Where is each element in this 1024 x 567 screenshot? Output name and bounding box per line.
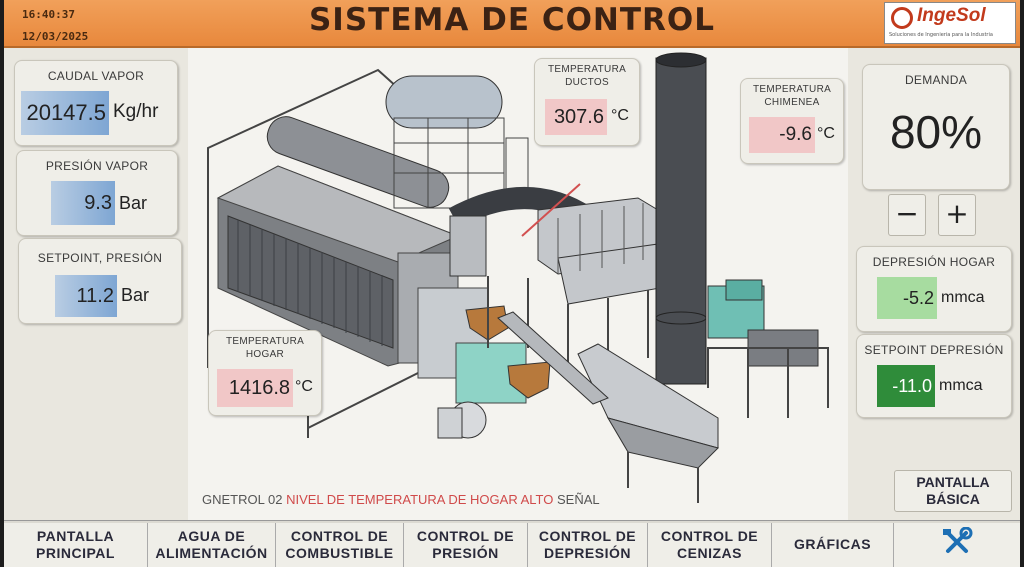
- temp-ductos-label-2: DUCTOS: [565, 77, 609, 88]
- nav-label-line2: DEPRESIÓN: [544, 545, 631, 561]
- alarm-status-line: GNETROL 02 NIVEL DE TEMPERATURA DE HOGAR…: [202, 492, 600, 507]
- presion-vapor-label: PRESIÓN VAPOR: [45, 159, 149, 173]
- temp-hogar-panel: TEMPERATURA HOGAR 1416.8 °C: [208, 330, 322, 416]
- nav-label-line1: AGUA DE: [177, 528, 246, 544]
- setpoint-presion-label: SETPOINT, PRESIÓN: [37, 251, 163, 265]
- depresion-hogar-label: DEPRESIÓN HOGAR: [872, 255, 996, 269]
- temp-hogar-value: 1416.8: [217, 369, 293, 407]
- temp-hogar-label-2: HOGAR: [245, 349, 285, 360]
- nav-label-line2: PRINCIPAL: [36, 545, 115, 561]
- temp-hogar-label-1: TEMPERATURA: [225, 336, 305, 347]
- tools-icon: [943, 526, 973, 553]
- bottom-navigation: PANTALLA PRINCIPAL AGUA DE ALIMENTACIÓN …: [4, 520, 1020, 567]
- nav-label-line1: CONTROL DE: [538, 528, 637, 544]
- plant-diagram: [188, 48, 848, 520]
- setpoint-depresion-value[interactable]: -11.0: [877, 365, 935, 407]
- temp-ductos-unit: °C: [611, 107, 629, 124]
- company-logo: IngeSol Soluciones de Ingeniería para la…: [884, 2, 1016, 44]
- nav-control-de-cenizas[interactable]: CONTROL DE CENIZAS: [648, 523, 772, 567]
- clock: 16:40:37 12/03/2025: [22, 4, 88, 48]
- presion-vapor-value: 9.3: [51, 181, 115, 225]
- nav-label-line2: PRESIÓN: [432, 545, 499, 561]
- nav-control-de-combustible[interactable]: CONTROL DE COMBUSTIBLE: [276, 523, 404, 567]
- temp-chimenea-unit: °C: [817, 125, 835, 142]
- demanda-decrease-button[interactable]: −: [888, 194, 926, 236]
- nav-settings[interactable]: [894, 523, 1020, 567]
- nav-label-line2: ALIMENTACIÓN: [155, 545, 268, 561]
- header-bar: 16:40:37 12/03/2025 SISTEMA DE CONTROL I…: [4, 0, 1020, 48]
- temp-hogar-unit: °C: [295, 378, 313, 395]
- setpoint-depresion-panel[interactable]: SETPOINT DEPRESIÓN -11.0 mmca: [856, 334, 1012, 418]
- logo-text: IngeSol: [917, 5, 986, 26]
- page-title: SISTEMA DE CONTROL: [308, 2, 715, 38]
- caudal-vapor-label: CAUDAL VAPOR: [47, 69, 145, 83]
- boiler-plant-illustration: [207, 52, 829, 503]
- alarm-suffix: SEÑAL: [556, 492, 600, 507]
- temp-ductos-value: 307.6: [545, 99, 607, 135]
- demanda-panel: DEMANDA 80%: [862, 64, 1010, 190]
- depresion-hogar-unit: mmca: [941, 289, 985, 306]
- temp-chimenea-panel: TEMPERATURA CHIMENEA -9.6 °C: [740, 78, 844, 164]
- pantalla-basica-button[interactable]: PANTALLA BÁSICA: [894, 470, 1012, 512]
- caudal-vapor-unit: Kg/hr: [113, 101, 159, 122]
- alarm-tag: GNETROL 02: [202, 492, 283, 507]
- setpoint-presion-unit: Bar: [121, 285, 150, 305]
- setpoint-depresion-unit: mmca: [939, 377, 983, 394]
- caudal-vapor-value: 20147.5: [21, 91, 109, 135]
- nav-control-de-presion[interactable]: CONTROL DE PRESIÓN: [404, 523, 528, 567]
- setpoint-depresion-label: SETPOINT DEPRESIÓN: [864, 343, 1004, 357]
- temp-ductos-label-1: TEMPERATURA: [547, 64, 627, 75]
- nav-agua-de-alimentacion[interactable]: AGUA DE ALIMENTACIÓN: [148, 523, 276, 567]
- nav-label-line1: CONTROL DE: [416, 528, 515, 544]
- date-display: 12/03/2025: [22, 30, 89, 43]
- time-display: 16:40:37: [22, 8, 75, 21]
- caudal-vapor-panel: CAUDAL VAPOR 20147.5 Kg/hr: [14, 60, 178, 146]
- gear-icon: [891, 7, 913, 29]
- depresion-hogar-panel: DEPRESIÓN HOGAR -5.2 mmca: [856, 246, 1012, 332]
- nav-label-line1: GRÁFICAS: [793, 536, 872, 552]
- nav-label-line2: CENIZAS: [677, 545, 742, 561]
- presion-vapor-panel: PRESIÓN VAPOR 9.3 Bar: [16, 150, 178, 236]
- demanda-label: DEMANDA: [904, 73, 968, 87]
- nav-pantalla-principal[interactable]: PANTALLA PRINCIPAL: [4, 523, 148, 567]
- demanda-increase-button[interactable]: +: [938, 194, 976, 236]
- nav-label-line1: CONTROL DE: [290, 528, 389, 544]
- setpoint-presion-panel[interactable]: SETPOINT, PRESIÓN 11.2 Bar: [18, 238, 182, 324]
- presion-vapor-unit: Bar: [119, 193, 148, 213]
- nav-graficas[interactable]: GRÁFICAS: [772, 523, 894, 567]
- setpoint-presion-value[interactable]: 11.2: [55, 275, 117, 317]
- demanda-value: 80%: [889, 106, 983, 158]
- temp-chimenea-label-1: TEMPERATURA: [752, 84, 832, 95]
- temp-chimenea-label-2: CHIMENEA: [764, 97, 820, 108]
- nav-label-line1: PANTALLA: [36, 528, 115, 544]
- hmi-screen: 16:40:37 12/03/2025 SISTEMA DE CONTROL I…: [4, 0, 1020, 567]
- nav-label-line1: CONTROL DE: [660, 528, 759, 544]
- nav-control-de-depresion[interactable]: CONTROL DE DEPRESIÓN: [528, 523, 648, 567]
- logo-tagline: Soluciones de Ingeniería para la Industr…: [889, 32, 993, 38]
- alarm-message: NIVEL DE TEMPERATURA DE HOGAR ALTO: [286, 492, 554, 507]
- temp-ductos-panel: TEMPERATURA DUCTOS 307.6 °C: [534, 58, 640, 146]
- depresion-hogar-value: -5.2: [877, 277, 937, 319]
- pantalla-basica-line2: BÁSICA: [926, 491, 980, 507]
- nav-label-line2: COMBUSTIBLE: [285, 545, 394, 561]
- pantalla-basica-line1: PANTALLA: [916, 474, 990, 490]
- temp-chimenea-value: -9.6: [749, 117, 815, 153]
